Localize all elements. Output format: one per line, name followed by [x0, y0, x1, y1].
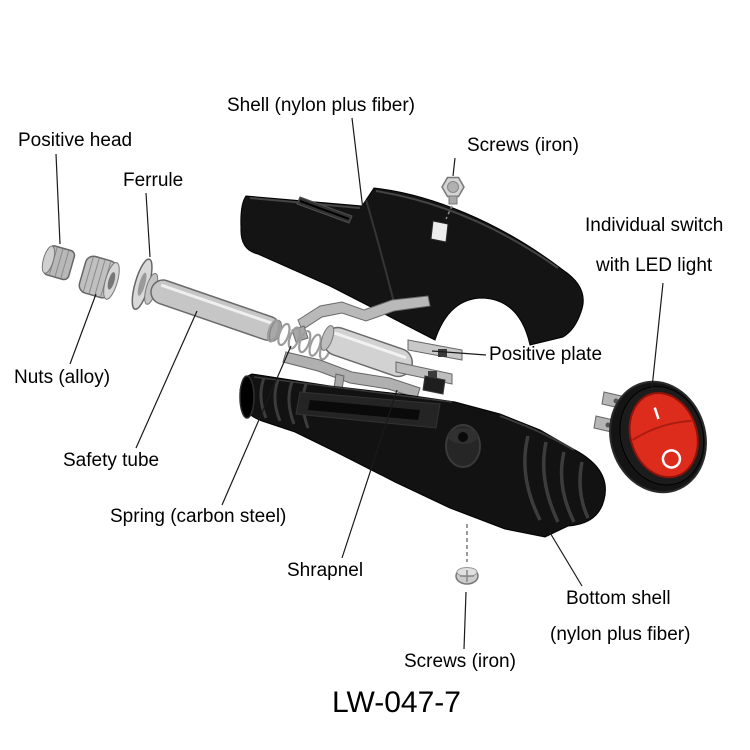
label-safety-tube: Safety tube	[63, 450, 160, 471]
bottom-shell	[239, 373, 606, 538]
leader-lines	[55, 117, 664, 650]
rocker-switch	[593, 380, 707, 494]
label-positive-head: Positive head	[18, 130, 133, 151]
label-screws-top: Screws (iron)	[467, 135, 579, 156]
model-number: LW-047-7	[332, 686, 461, 719]
leader-positive-head	[55, 153, 61, 245]
shell-slot	[296, 196, 353, 224]
label-screws-bottom: Screws (iron)	[404, 651, 516, 672]
label-bottom-shell-1: Bottom shell	[566, 588, 671, 609]
label-switch-line2: with LED light	[596, 255, 713, 276]
leader-screws-bottom	[463, 591, 467, 650]
leader-ferrule	[145, 192, 151, 258]
leader-screws-top	[452, 157, 456, 177]
positive-plate	[320, 325, 463, 385]
spring	[266, 319, 333, 361]
leader-safety-tube	[135, 310, 198, 449]
leader-shrapnel	[341, 389, 398, 559]
top-shell	[240, 187, 584, 346]
leader-bottom-shell	[548, 530, 583, 587]
safety-tube	[150, 279, 282, 342]
label-spring: Spring (carbon steel)	[110, 506, 287, 527]
leader-spring	[221, 345, 292, 506]
label-shrapnel: Shrapnel	[287, 560, 364, 581]
leader-nuts	[69, 293, 97, 365]
screw-boss	[445, 424, 481, 468]
label-switch-line1: Individual switch	[585, 215, 724, 236]
label-positive-plate: Positive plate	[489, 344, 603, 365]
top-screw	[441, 176, 465, 220]
leader-shell	[351, 117, 364, 211]
label-bottom-shell-2: (nylon plus fiber)	[550, 624, 691, 645]
leader-switch	[651, 282, 664, 389]
label-nuts: Nuts (alloy)	[14, 367, 111, 388]
nut	[78, 255, 120, 300]
label-ferrule: Ferrule	[123, 170, 184, 191]
switch-i-mark	[653, 407, 660, 420]
shell-screw-hole	[430, 220, 449, 243]
positive-head	[41, 245, 76, 281]
label-shell: Shell (nylon plus fiber)	[227, 95, 415, 116]
bottom-screw	[455, 524, 479, 585]
leader-positive-plate	[431, 350, 487, 356]
switch-o-mark	[661, 449, 682, 469]
